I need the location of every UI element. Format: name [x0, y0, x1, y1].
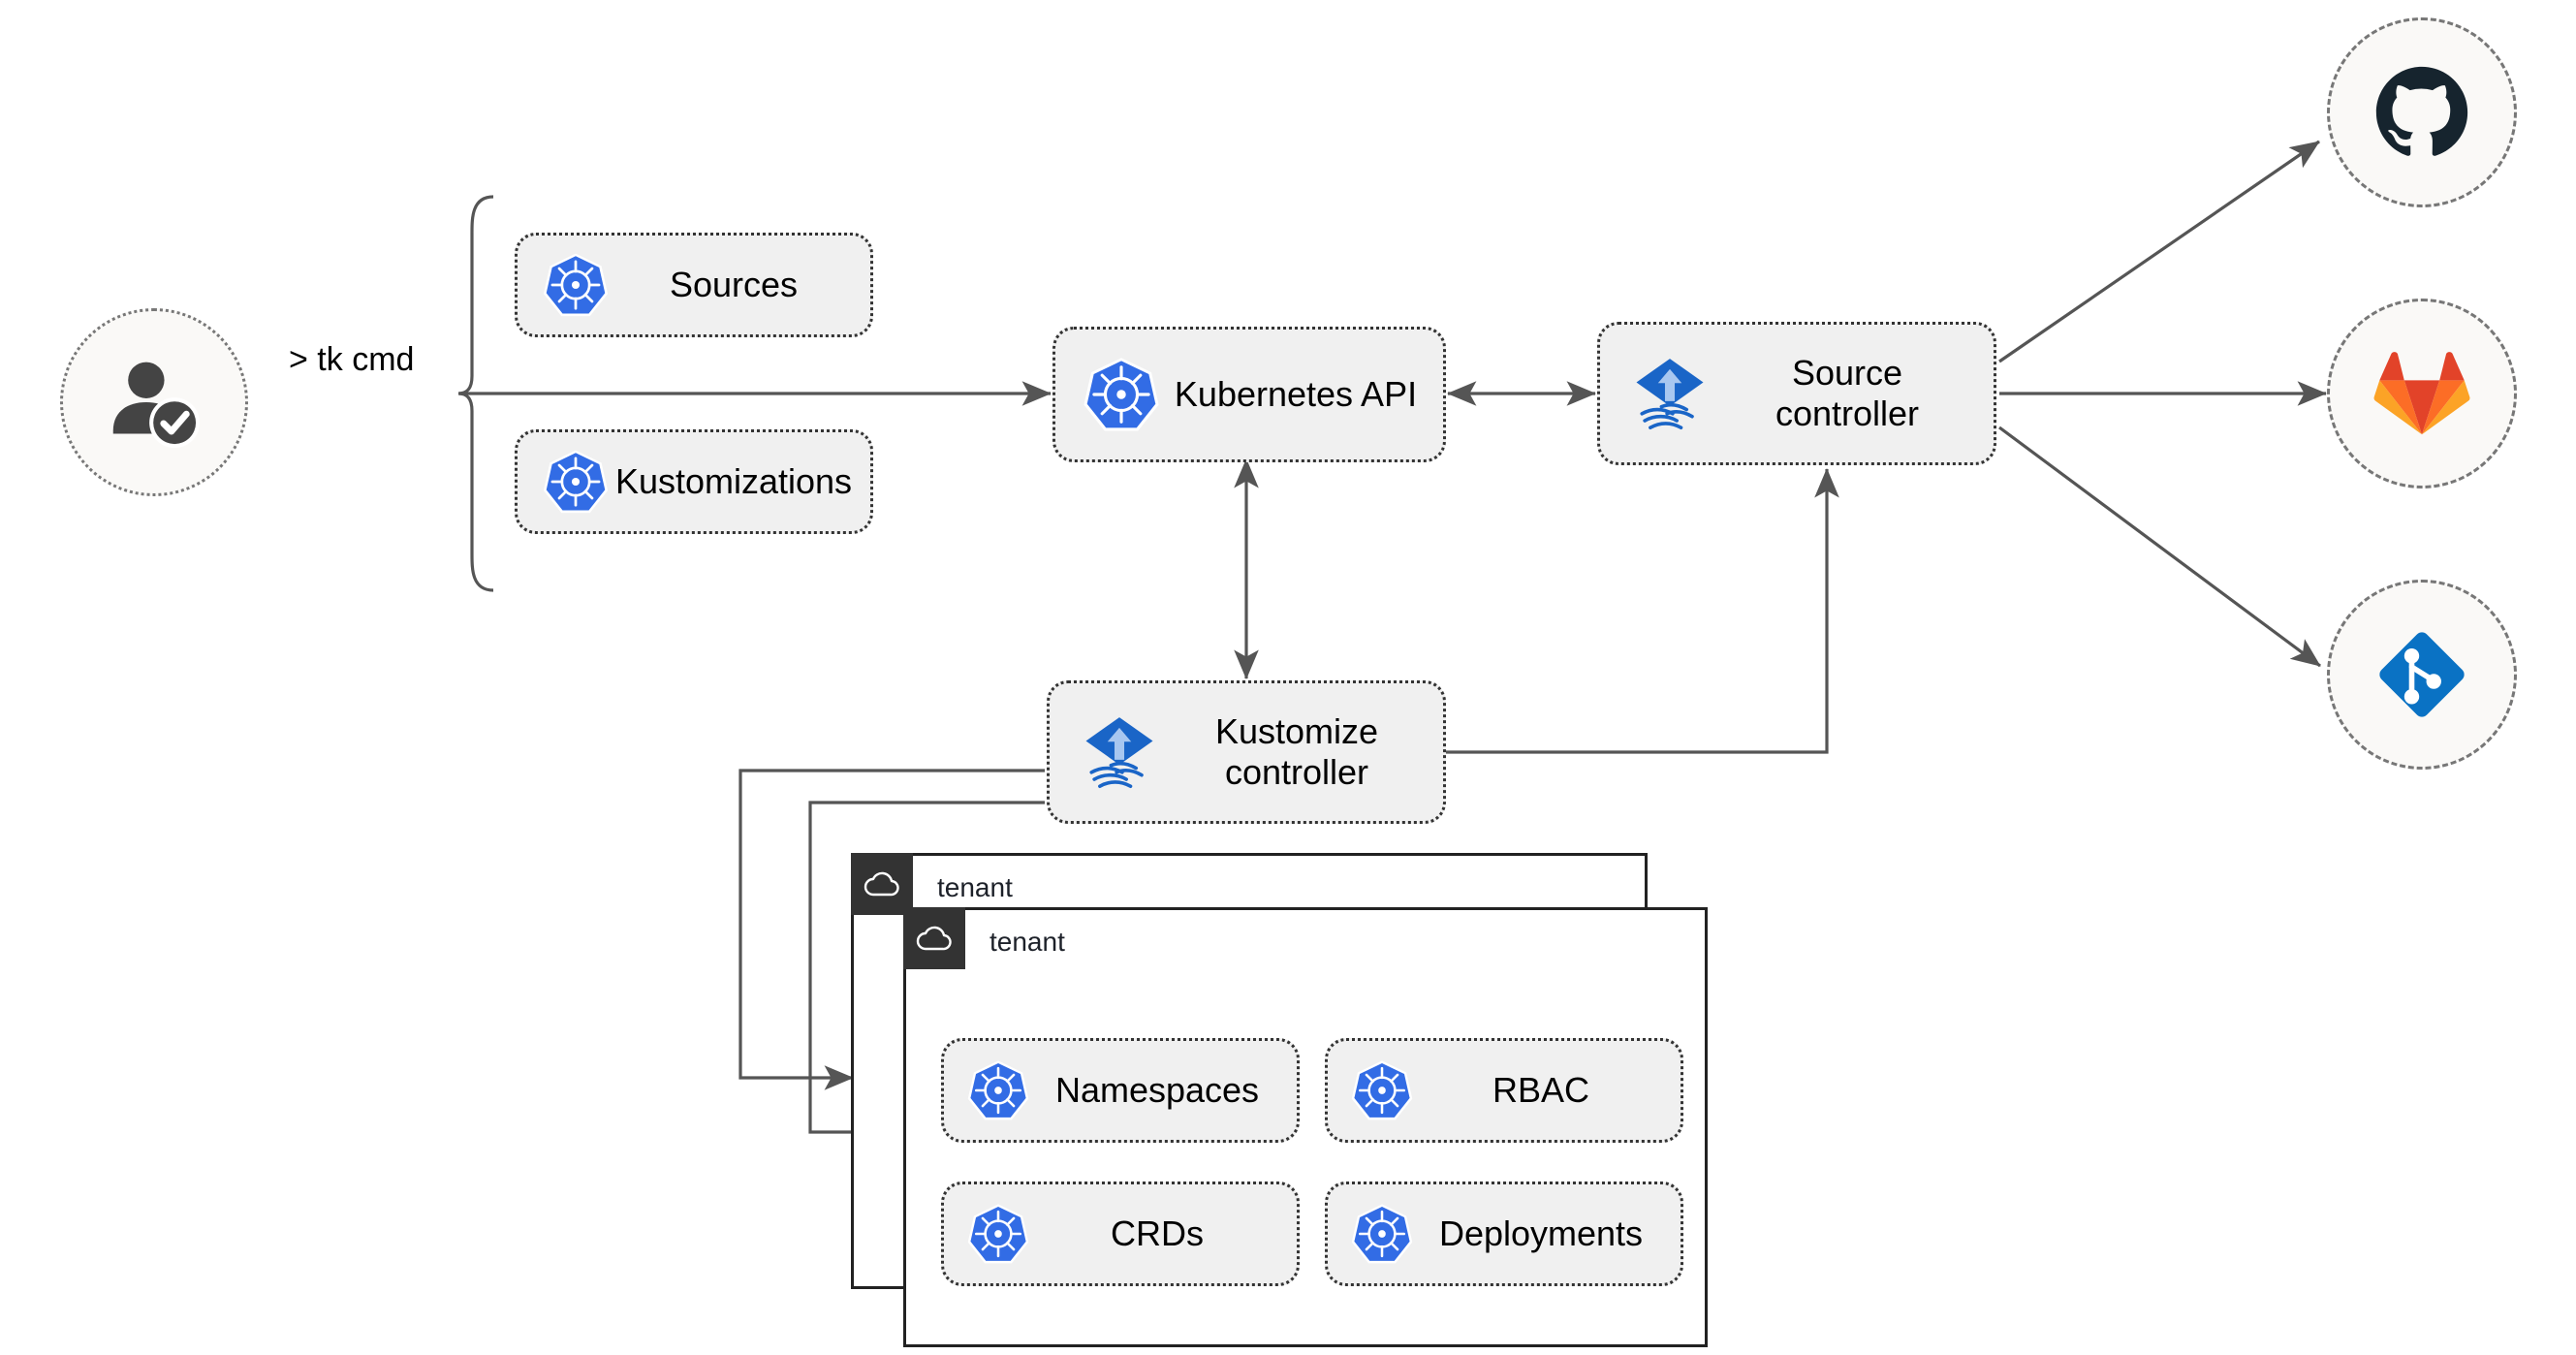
git-repository-icon [2368, 620, 2476, 729]
kubernetes-icon [541, 250, 611, 320]
cloud-icon [864, 871, 899, 897]
resource-chip-kustomizations[interactable]: Kustomizations [515, 429, 873, 534]
kubernetes-icon [965, 1057, 1031, 1123]
node-label: Kubernetes API [1174, 373, 1418, 414]
node-label: Source controller [1775, 352, 1920, 433]
flux-icon [1625, 349, 1714, 438]
tenant-resource-label: RBAC [1492, 1069, 1590, 1110]
kubernetes-icon [541, 447, 611, 517]
node-label: Kustomize controller [1214, 710, 1379, 792]
node-kustomize-controller[interactable]: Kustomize controller [1047, 680, 1446, 824]
tenant-resource-crds[interactable]: CRDs [941, 1182, 1300, 1286]
cloud-icon-tab [903, 907, 965, 969]
tenant-resource-label: CRDs [1111, 1213, 1204, 1253]
cloud-icon-tab [851, 853, 913, 915]
github-icon [2372, 62, 2472, 163]
cli-command-label: > tk cmd [289, 341, 415, 378]
kubernetes-icon [965, 1201, 1031, 1267]
kubernetes-icon [1349, 1201, 1415, 1267]
user-actor-circle [60, 308, 248, 496]
tenant-resource-label: Namespaces [1054, 1069, 1260, 1110]
tenant-resource-namespaces[interactable]: Namespaces [941, 1038, 1300, 1143]
resource-chip-sources[interactable]: Sources [515, 233, 873, 337]
resource-chip-label: Sources [669, 264, 799, 304]
flux-icon [1075, 708, 1164, 797]
kubernetes-icon [1349, 1057, 1415, 1123]
git-provider-git[interactable] [2327, 580, 2517, 770]
tenant-resource-deployments[interactable]: Deployments [1325, 1182, 1683, 1286]
gitlab-icon [2372, 343, 2472, 444]
tenant-resource-label: Deployments [1438, 1213, 1644, 1253]
kubernetes-icon [1081, 354, 1162, 435]
cloud-icon [916, 926, 952, 951]
resource-chip-label: Kustomizations [614, 460, 853, 501]
user-verified-icon [104, 352, 204, 453]
git-provider-github[interactable] [2327, 17, 2517, 207]
tenant-title: tenant [990, 927, 1065, 957]
git-provider-gitlab[interactable] [2327, 299, 2517, 488]
node-kubernetes-api[interactable]: Kubernetes API [1052, 327, 1446, 462]
node-source-controller[interactable]: Source controller [1597, 322, 1996, 465]
tenant-resource-rbac[interactable]: RBAC [1325, 1038, 1683, 1143]
tenant-title: tenant [937, 872, 1013, 902]
tenant-cluster-2[interactable]: tenant Namespaces [903, 907, 1708, 1347]
